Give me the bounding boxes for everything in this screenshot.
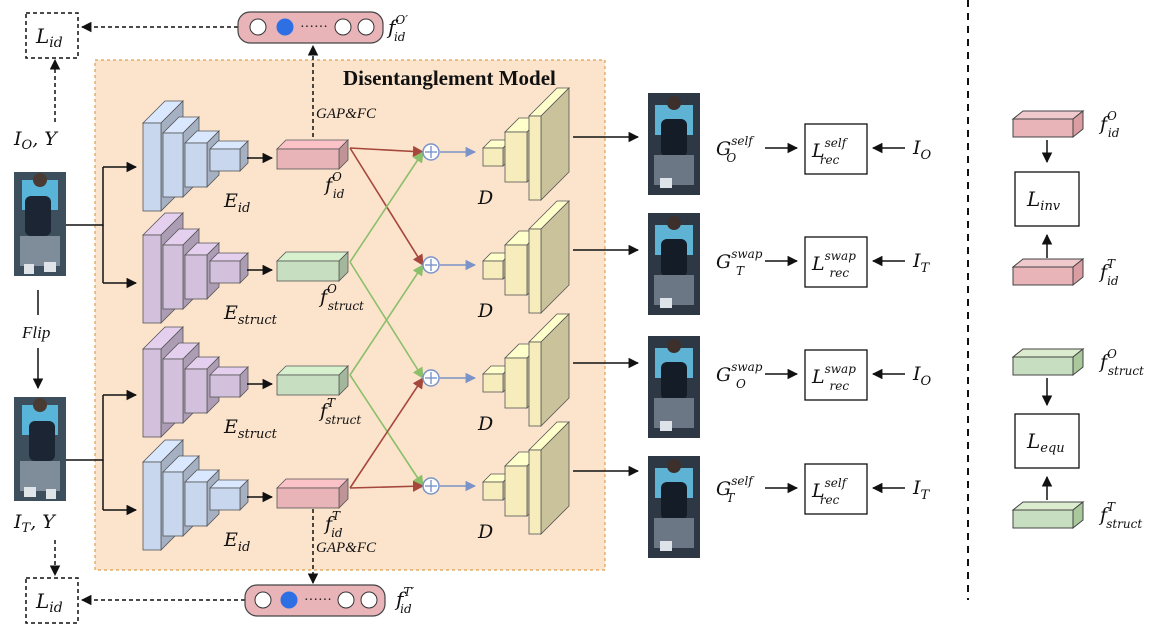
- input-branch-bottom: [66, 389, 138, 516]
- loss-rec-box-4: [804, 463, 868, 515]
- encoder-2: Estruct: [142, 212, 278, 328]
- decoder-label-1: D: [477, 187, 493, 209]
- crossing-arrow-1: [349, 145, 425, 158]
- inv-top-feature-block: [1011, 109, 1085, 139]
- crossing-arrow-6: [349, 374, 424, 487]
- decoder-4: D: [477, 421, 640, 543]
- decoder-1: D: [477, 87, 640, 209]
- encoder-label-4: Eid: [223, 529, 250, 555]
- loss-inv-box: [1014, 171, 1080, 227]
- gap-fc-bottom-label: GAP&FC: [316, 540, 377, 556]
- vector-bottom-label: fT′id: [394, 585, 414, 616]
- lid-bottom-box: [25, 577, 79, 624]
- feature-vector-bottom: ······: [244, 584, 386, 617]
- generated-image-4: [648, 456, 700, 558]
- inv-bottom-feature-block: [1011, 257, 1085, 287]
- input-branch-top: [66, 161, 138, 289]
- generated-image-1: [648, 93, 700, 195]
- flip-label: Flip: [21, 323, 50, 342]
- encoder-1: Eid: [142, 100, 274, 216]
- target-label-4: IT: [912, 477, 931, 503]
- equ-top-feature-block: [1011, 347, 1085, 377]
- crossing-arrow-7: [349, 377, 424, 489]
- loss-rec-box-2: [804, 236, 868, 288]
- encoder-4: Eid: [142, 439, 274, 555]
- crossing-arrow-8: [349, 480, 425, 492]
- crossing-arrow-3: [349, 151, 424, 263]
- generated-image-2: [648, 213, 700, 315]
- orig-input-caption: IO, Y: [13, 128, 59, 153]
- flipped-person-image: [14, 397, 66, 501]
- model-title: Disentanglement Model: [343, 66, 556, 90]
- vector-top-label: fO′id: [386, 13, 408, 44]
- equ-bottom-feature-block: [1011, 500, 1085, 530]
- target-label-1: IO: [912, 137, 932, 163]
- merge-node-3: [422, 369, 440, 387]
- lid-top-box: [25, 12, 79, 59]
- loss-rec-box-3: [804, 349, 868, 401]
- loss-equ-box: [1014, 413, 1080, 469]
- target-label-3: IO: [912, 363, 932, 389]
- decoder-label-4: D: [477, 521, 493, 543]
- vector-top-dots: ······: [300, 20, 328, 35]
- encoder-3: Estruct: [142, 326, 278, 442]
- generated-image-3: [648, 336, 700, 438]
- decoder-label-2: D: [477, 300, 493, 322]
- decoder-2: D: [477, 200, 640, 322]
- lid-bottom-label: Lid: [35, 589, 63, 616]
- feature-crossings: [349, 143, 477, 495]
- trans-input-caption: IT, Y: [13, 511, 57, 536]
- crossing-arrow-5: [349, 264, 424, 376]
- vector-bottom-dots: ······: [304, 593, 332, 608]
- feature-vector-top: ······: [237, 11, 384, 44]
- merge-node-1: [422, 143, 440, 161]
- loss-rec-box-1: [804, 123, 868, 175]
- decoder-3: D: [477, 313, 640, 435]
- encoder-label-1: Eid: [223, 190, 250, 216]
- merge-node-4: [422, 477, 440, 495]
- encoder-label-2: Estruct: [223, 302, 278, 328]
- encoder-label-3: Estruct: [223, 416, 278, 442]
- target-label-2: IT: [912, 250, 931, 276]
- original-person-image: [14, 172, 66, 276]
- merge-node-2: [422, 256, 440, 274]
- decoders-group: D D D D: [477, 87, 640, 543]
- gap-fc-top-label: GAP&FC: [316, 106, 377, 122]
- decoder-label-3: D: [477, 413, 493, 435]
